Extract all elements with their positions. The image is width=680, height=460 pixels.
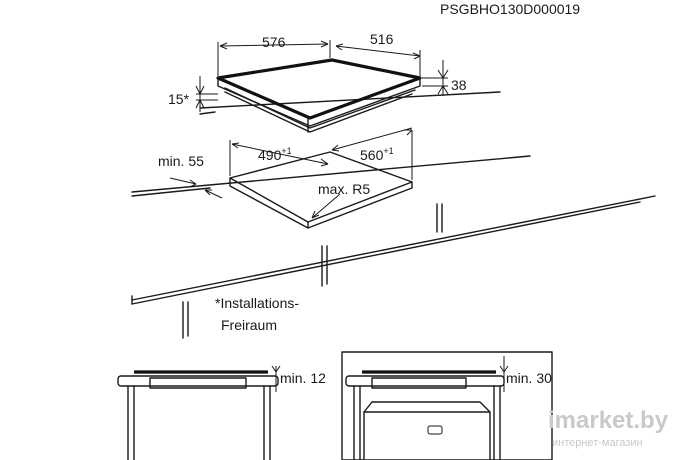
dim-38-label: 38 — [451, 77, 467, 93]
document-code: PSGBHO130D000019 — [440, 1, 580, 17]
hob-drawing: 576 516 38 15* — [168, 31, 501, 133]
dim-576-label: 576 — [262, 34, 286, 50]
dim-516-label: 516 — [370, 31, 394, 47]
note-line-1: *Installations- — [215, 295, 299, 311]
dim-min55-label: min. 55 — [158, 153, 204, 169]
dim-560-label: 560+1 — [360, 146, 394, 163]
worktop-drawing: 490+1 560+1 min. 55 max. R5 — [131, 127, 656, 339]
min-12-label: min. 12 — [280, 370, 326, 386]
detail-left: min. 12 — [117, 365, 326, 460]
min-30-label: min. 30 — [506, 370, 552, 386]
dim-15-label: 15* — [168, 91, 190, 107]
detail-right: min. 30 — [341, 351, 553, 460]
watermark-sub: интернет-магазин — [552, 437, 643, 449]
radius-label: max. R5 — [318, 181, 370, 197]
dim-490-label: 490+1 — [258, 146, 292, 163]
note-line-2: Freiraum — [221, 317, 277, 333]
watermark-brand: imarket.by — [548, 407, 669, 434]
